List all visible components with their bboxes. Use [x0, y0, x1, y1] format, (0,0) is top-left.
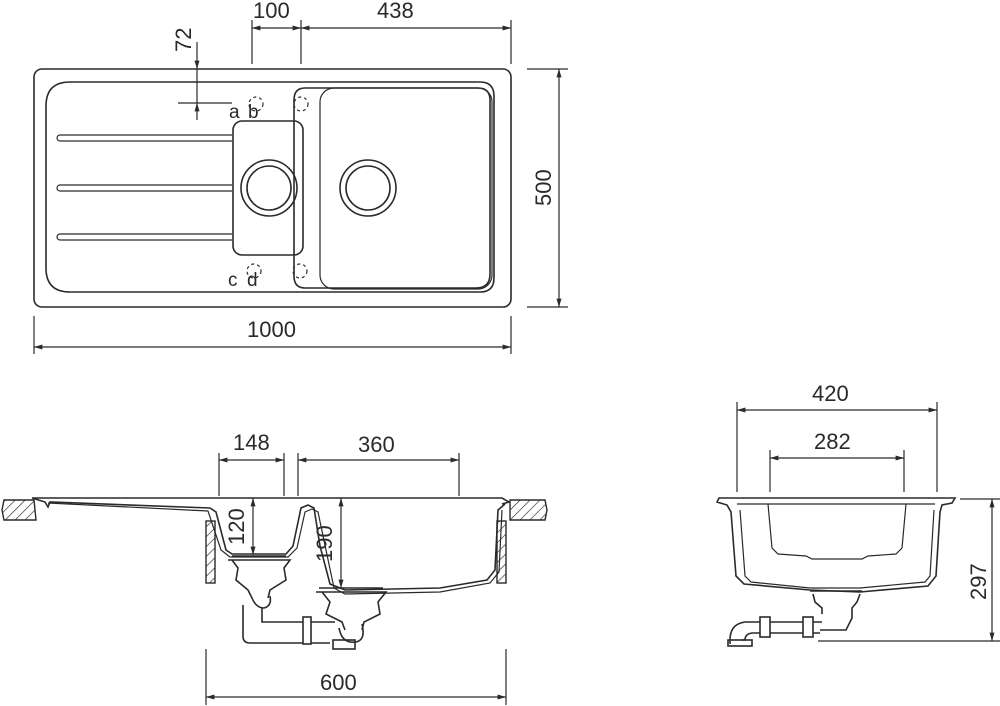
- tap-hole-label-b: b: [248, 102, 259, 123]
- dim-438-label: 438: [377, 0, 414, 23]
- dimension-600: 600: [205, 649, 507, 705]
- dimension-190: 190: [312, 498, 344, 588]
- dim-600-label: 600: [320, 670, 357, 695]
- top-view: a b c d 72 100 438 500: [33, 0, 568, 354]
- dimension-100-438: 100 438: [251, 0, 512, 64]
- dim-360-label: 360: [358, 432, 395, 457]
- main-bowl-drain-icon: [339, 159, 397, 217]
- dimension-420: 420: [736, 381, 938, 492]
- dim-297-label: 297: [966, 563, 991, 600]
- small-bowl-drain-icon: [240, 159, 298, 217]
- main-bowl-outline: [319, 87, 493, 290]
- tap-hole-d-icon: [292, 263, 308, 279]
- side-pipe-coupling-right: [802, 616, 814, 638]
- worktop-left: [1, 499, 37, 521]
- sink-profile-outline: [31, 497, 512, 591]
- main-bowl-trap: [316, 587, 388, 650]
- dim-1000-label: 1000: [247, 317, 296, 342]
- side-pipe-outlet: [727, 639, 753, 647]
- side-trap: [727, 590, 862, 647]
- sink-profile-inner: [47, 502, 503, 595]
- small-bowl-trap: [228, 555, 335, 645]
- drainer-outline: [45, 81, 495, 293]
- sink-outer-outline: [33, 68, 512, 308]
- dim-500-label: 500: [531, 169, 556, 206]
- main-bowl-outline-outer: [293, 87, 491, 289]
- main-bowl-drain-inner-icon: [345, 165, 391, 211]
- dimension-282: 282: [769, 429, 905, 492]
- side-small-bowl-outline: [767, 503, 907, 560]
- dim-190-label: 190: [312, 525, 337, 562]
- cabinet-wall-left: [205, 520, 216, 584]
- pipe-coupling: [302, 616, 312, 645]
- small-bowl-outline: [232, 120, 304, 256]
- tap-hole-label-a: a: [229, 102, 240, 123]
- tap-hole-c-icon: [246, 263, 262, 279]
- side-bowl-outline: [715, 497, 957, 593]
- dim-120-label: 120: [224, 508, 249, 545]
- drainer-grooves: [56, 134, 232, 241]
- dim-282-label: 282: [814, 429, 851, 454]
- dimension-1000: 1000: [33, 316, 512, 354]
- side-section-view: 420 282 297: [715, 381, 1000, 647]
- dimension-148-360: 148 360: [218, 430, 460, 496]
- trap-outlet: [332, 639, 356, 650]
- dim-72-label: 72: [171, 28, 196, 52]
- small-bowl-drain-inner-icon: [246, 165, 292, 211]
- dimension-297: 297: [818, 498, 1000, 642]
- side-bowl-inner: [737, 503, 935, 589]
- worktop-right: [509, 499, 548, 521]
- tap-hole-label-c: c: [228, 270, 238, 291]
- tap-hole-a-icon: [248, 96, 264, 112]
- dim-100-label: 100: [253, 0, 290, 23]
- front-section-view: 148 360 120 190 600: [1, 430, 548, 705]
- side-pipe-coupling-left: [759, 616, 771, 638]
- tap-hole-b-icon: [293, 96, 309, 112]
- dimension-120: 120: [224, 498, 256, 555]
- dim-148-label: 148: [233, 430, 270, 455]
- dimension-500: 500: [527, 68, 568, 308]
- tap-hole-label-d: d: [247, 270, 258, 291]
- dimension-72: 72: [171, 28, 232, 120]
- dim-420-label: 420: [812, 381, 849, 406]
